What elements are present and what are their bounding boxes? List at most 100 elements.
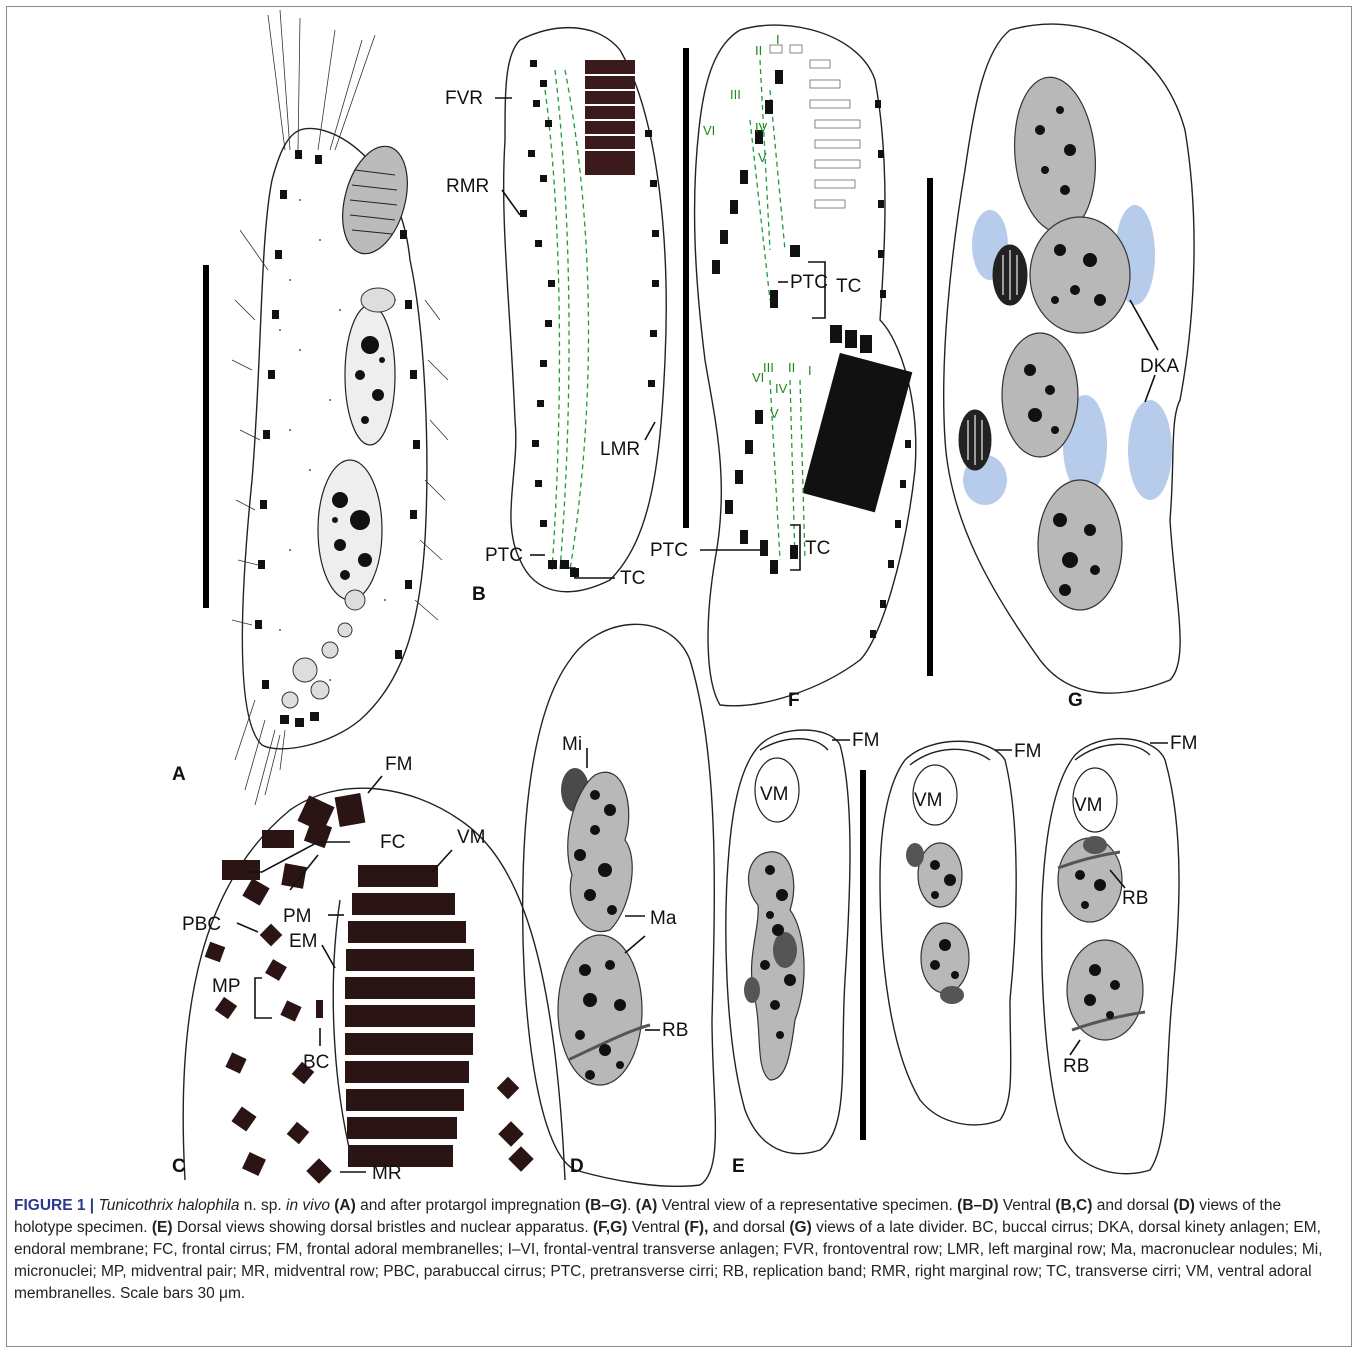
label-ptc-f-top: PTC bbox=[790, 272, 828, 293]
roman-i-top: I bbox=[776, 32, 780, 47]
caption-text-4: Ventral view of a representative specime… bbox=[657, 1197, 957, 1214]
label-rmr: RMR bbox=[446, 176, 489, 197]
caption-ref-g: (G) bbox=[789, 1219, 811, 1236]
panel-a-ciliate-in-vivo: A bbox=[172, 10, 448, 805]
label-fvr: FVR bbox=[445, 88, 483, 109]
panel-b-ventral-holotype: FVR RMR LMR PTC TC B bbox=[445, 28, 689, 605]
caption-ref-a2: (A) bbox=[636, 1197, 658, 1214]
panel-label-b: B bbox=[472, 584, 486, 605]
label-fm-e3: FM bbox=[1170, 733, 1197, 754]
panel-label-c: C bbox=[172, 1156, 186, 1177]
panel-label-d: D bbox=[570, 1156, 584, 1177]
roman-iii-top: III bbox=[730, 87, 741, 102]
label-fc: FC bbox=[380, 832, 405, 853]
label-vm-e1: VM bbox=[760, 784, 789, 805]
panel-label-f: F bbox=[788, 690, 800, 711]
panel-f-ventral-divider: I II III IV V VI I II III IV V VI PTC TC… bbox=[650, 25, 916, 711]
panel-label-e: E bbox=[732, 1156, 745, 1177]
label-bc: BC bbox=[303, 1052, 329, 1073]
caption-ref-a: (A) bbox=[330, 1197, 356, 1214]
panel-g-dorsal-divider: DKA G bbox=[927, 24, 1194, 711]
caption-ref-f: (F), bbox=[684, 1219, 708, 1236]
label-tc-f-top: TC bbox=[836, 276, 861, 297]
scale-bar-a bbox=[203, 265, 209, 608]
label-fm-e2: FM bbox=[1014, 741, 1041, 762]
label-dka: DKA bbox=[1140, 356, 1179, 377]
panel-c-ventral-oral-detail: FM FC VM PBC PM EM MP BC MR C bbox=[172, 754, 565, 1184]
panel-label-g: G bbox=[1068, 690, 1083, 711]
caption-figure-number: FIGURE 1 | bbox=[14, 1197, 94, 1214]
oral-apparatus-a bbox=[332, 139, 418, 261]
caption-ref-fg: (F,G) bbox=[593, 1219, 627, 1236]
roman-iv-bottom: IV bbox=[775, 381, 788, 396]
label-ptc-b: PTC bbox=[485, 545, 523, 566]
label-pm: PM bbox=[283, 906, 312, 927]
figure-illustration: A FVR RMR LMR PTC TC B bbox=[0, 0, 1358, 1190]
roman-v-bottom: V bbox=[770, 406, 779, 421]
caption-in-vivo: in vivo bbox=[286, 1197, 330, 1214]
macronucleus-a2 bbox=[318, 460, 382, 600]
oral-membranelles-b bbox=[585, 60, 635, 175]
caption-text-9: Ventral bbox=[627, 1219, 684, 1236]
label-tc-f-bottom: TC bbox=[805, 538, 830, 559]
macronucleus-g3 bbox=[1002, 333, 1078, 457]
label-fm-e1: FM bbox=[852, 730, 879, 751]
figure-caption: FIGURE 1 | Tunicothrix halophila n. sp. … bbox=[14, 1195, 1339, 1305]
label-vm-e3: VM bbox=[1074, 795, 1103, 816]
label-em: EM bbox=[289, 931, 318, 952]
roman-i-bottom: I bbox=[808, 363, 812, 378]
caption-ref-bc: (B,C) bbox=[1055, 1197, 1092, 1214]
cell-outline-b bbox=[504, 28, 667, 592]
caption-ref-bg: (B–G) bbox=[585, 1197, 627, 1214]
dka-blob-5 bbox=[1128, 400, 1172, 500]
panel-e-dorsal-bristles: FM VM FM VM FM VM RB RB E bbox=[726, 730, 1198, 1177]
caption-text-6: and dorsal bbox=[1092, 1197, 1173, 1214]
roman-iv-top: IV bbox=[755, 120, 768, 135]
panel-d-dorsal-holotype: Mi Ma RB D bbox=[523, 624, 716, 1186]
label-rb-e3-bottom: RB bbox=[1063, 1056, 1089, 1077]
label-mp: MP bbox=[212, 976, 241, 997]
macronucleus-d2 bbox=[558, 935, 642, 1085]
caption-ref-e: (E) bbox=[152, 1219, 173, 1236]
label-ma: Ma bbox=[650, 908, 677, 929]
label-rb-d: RB bbox=[662, 1020, 688, 1041]
panel-label-a: A bbox=[172, 764, 186, 785]
scale-bar-e bbox=[860, 770, 866, 1140]
caption-text-10: and dorsal bbox=[708, 1219, 789, 1236]
caption-text-3: . bbox=[627, 1197, 636, 1214]
label-vm-e2: VM bbox=[914, 790, 943, 811]
label-pbc: PBC bbox=[182, 914, 221, 935]
caption-text-1: n. sp. bbox=[239, 1197, 286, 1214]
scale-bar-g bbox=[927, 178, 933, 676]
label-mi-d: Mi bbox=[562, 734, 582, 755]
macronucleus-e3b bbox=[1067, 940, 1143, 1040]
roman-v-top: V bbox=[758, 150, 767, 165]
label-rb-e3-top: RB bbox=[1122, 888, 1148, 909]
adoral-membranelles-c bbox=[345, 865, 475, 1167]
macronucleus-g1 bbox=[1008, 74, 1101, 236]
macronucleus-e2a bbox=[918, 843, 962, 907]
macronucleus-g2 bbox=[1030, 217, 1130, 333]
roman-iii-bottom: III bbox=[763, 360, 774, 375]
label-fm-c: FM bbox=[385, 754, 412, 775]
caption-species: Tunicothrix halophila bbox=[98, 1197, 239, 1214]
macronucleus-g4 bbox=[1038, 480, 1122, 610]
caption-ref-d: (D) bbox=[1173, 1197, 1195, 1214]
caption-text-5: Ventral bbox=[999, 1197, 1056, 1214]
caption-text-2: and after protargol impregnation bbox=[356, 1197, 585, 1214]
label-tc-b: TC bbox=[620, 568, 645, 589]
label-mr: MR bbox=[372, 1163, 402, 1184]
roman-vi-top: VI bbox=[703, 123, 715, 138]
roman-ii-bottom: II bbox=[788, 360, 795, 375]
macronucleus-e1 bbox=[748, 852, 804, 1080]
caption-ref-bd: (B–D) bbox=[957, 1197, 998, 1214]
label-vm-c: VM bbox=[457, 827, 486, 848]
opisthe-membranelles-f bbox=[802, 353, 912, 512]
scale-bar-b bbox=[683, 48, 689, 528]
roman-vi-bottom: VI bbox=[752, 370, 764, 385]
label-lmr: LMR bbox=[600, 439, 640, 460]
caption-text-8: Dorsal views showing dorsal bristles and… bbox=[173, 1219, 593, 1236]
macronucleus-e2b bbox=[921, 923, 969, 993]
label-ptc-f-bottom: PTC bbox=[650, 540, 688, 561]
roman-ii-top: II bbox=[755, 43, 762, 58]
